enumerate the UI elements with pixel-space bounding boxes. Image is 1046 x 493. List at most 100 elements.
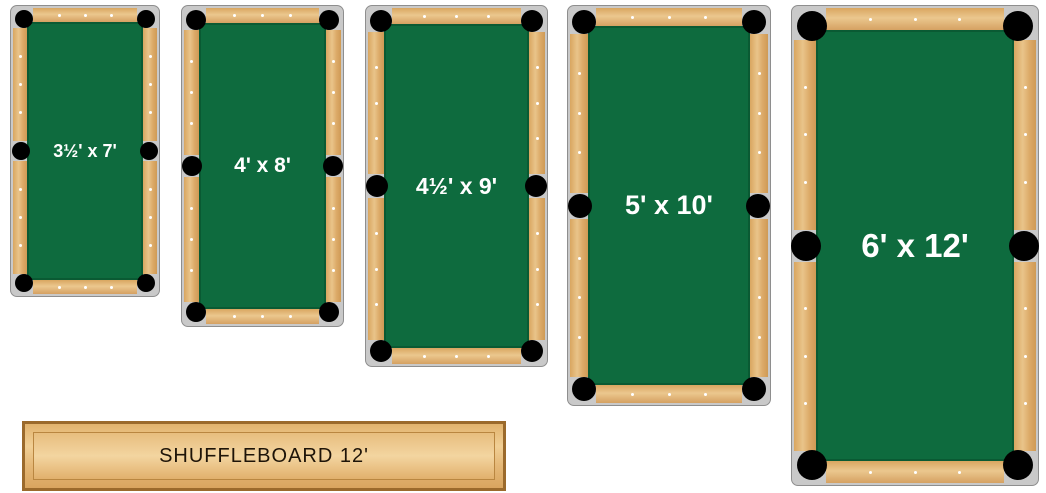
table-size-label: 6' x 12' xyxy=(861,227,968,265)
diamond-marker xyxy=(804,86,807,89)
diamond-marker xyxy=(423,355,426,358)
diamond-marker xyxy=(423,15,426,18)
diamond-marker xyxy=(536,232,539,235)
pocket-top-left xyxy=(797,11,827,41)
diamond-marker xyxy=(958,471,961,474)
diamond-marker xyxy=(1024,181,1027,184)
diamond-marker xyxy=(487,355,490,358)
diamond-marker xyxy=(233,14,236,17)
table-size-label: 3½' x 7' xyxy=(53,141,117,162)
diamond-marker xyxy=(869,18,872,21)
pocket-top-right xyxy=(319,10,339,30)
diamond-marker xyxy=(758,296,761,299)
shuffleboard-surface: SHUFFLEBOARD 12' xyxy=(33,432,495,480)
diamond-marker xyxy=(578,257,581,260)
table-felt: 3½' x 7' xyxy=(27,22,143,280)
diamond-marker xyxy=(1024,355,1027,358)
diamond-marker xyxy=(19,216,22,219)
pocket-bottom-right xyxy=(137,274,155,292)
pocket-bottom-left xyxy=(572,377,596,401)
diamond-marker xyxy=(631,16,634,19)
diamond-marker xyxy=(149,83,152,86)
diamond-marker xyxy=(704,393,707,396)
diamond-marker xyxy=(233,315,236,318)
pool-table-5x10: 5' x 10' xyxy=(567,5,771,406)
diamond-marker xyxy=(190,238,193,241)
pocket-bottom-left xyxy=(370,340,392,362)
table-felt: 6' x 12' xyxy=(816,30,1014,461)
diamond-marker xyxy=(536,66,539,69)
table-felt: 4' x 8' xyxy=(199,23,326,309)
diamond-marker xyxy=(58,286,61,289)
diamond-marker xyxy=(536,303,539,306)
diamond-marker xyxy=(149,55,152,58)
diamond-marker xyxy=(110,286,113,289)
shuffleboard: SHUFFLEBOARD 12' xyxy=(22,421,506,491)
pocket-middle-right xyxy=(323,156,343,176)
diamond-marker xyxy=(375,268,378,271)
pocket-bottom-left xyxy=(15,274,33,292)
pocket-top-right xyxy=(1003,11,1033,41)
diamond-marker xyxy=(375,102,378,105)
diamond-marker xyxy=(332,238,335,241)
pocket-bottom-left xyxy=(186,302,206,322)
diamond-marker xyxy=(375,66,378,69)
diamond-marker xyxy=(758,112,761,115)
pool-table-4-5x9: 4½' x 9' xyxy=(365,5,548,367)
diamond-marker xyxy=(804,181,807,184)
diamond-marker xyxy=(19,244,22,247)
pocket-top-left xyxy=(186,10,206,30)
diamond-marker xyxy=(1024,133,1027,136)
pocket-top-left xyxy=(370,10,392,32)
pocket-middle-left xyxy=(791,231,821,261)
diamond-marker xyxy=(455,15,458,18)
pocket-top-right xyxy=(521,10,543,32)
diamond-marker xyxy=(84,14,87,17)
pocket-top-right xyxy=(742,10,766,34)
diamond-marker xyxy=(332,91,335,94)
diamond-marker xyxy=(536,137,539,140)
diamond-marker xyxy=(455,355,458,358)
table-felt: 4½' x 9' xyxy=(384,24,529,348)
pocket-middle-right xyxy=(746,194,770,218)
pool-table-4x8: 4' x 8' xyxy=(181,5,344,327)
diamond-marker xyxy=(149,188,152,191)
pocket-bottom-left xyxy=(797,450,827,480)
diamond-marker xyxy=(668,16,671,19)
diamond-marker xyxy=(631,393,634,396)
diamond-marker xyxy=(190,207,193,210)
pool-table-6x12: 6' x 12' xyxy=(791,5,1039,486)
diamond-marker xyxy=(332,60,335,63)
diamond-marker xyxy=(190,60,193,63)
diamond-marker xyxy=(804,355,807,358)
pocket-bottom-right xyxy=(319,302,339,322)
diamond-marker xyxy=(58,14,61,17)
diamond-marker xyxy=(149,216,152,219)
diamond-marker xyxy=(536,102,539,105)
diamond-marker xyxy=(261,14,264,17)
diamond-marker xyxy=(1024,86,1027,89)
pocket-middle-left xyxy=(366,175,388,197)
diamond-marker xyxy=(332,207,335,210)
diamond-marker xyxy=(84,286,87,289)
table-size-label: 4½' x 9' xyxy=(416,173,497,200)
diamond-marker xyxy=(487,15,490,18)
diamond-marker xyxy=(149,111,152,114)
diamond-marker xyxy=(914,18,917,21)
diamond-marker xyxy=(19,83,22,86)
diamond-marker xyxy=(578,336,581,339)
diamond-marker xyxy=(758,257,761,260)
diamond-marker xyxy=(375,137,378,140)
pocket-bottom-right xyxy=(742,377,766,401)
table-size-label: 4' x 8' xyxy=(234,154,291,178)
diamond-marker xyxy=(1024,402,1027,405)
pocket-middle-left xyxy=(12,142,30,160)
diamond-marker xyxy=(149,244,152,247)
shuffleboard-label: SHUFFLEBOARD 12' xyxy=(159,445,369,468)
diamond-marker xyxy=(869,471,872,474)
diamond-marker xyxy=(758,72,761,75)
diamond-marker xyxy=(110,14,113,17)
diamond-marker xyxy=(261,315,264,318)
diamond-marker xyxy=(758,336,761,339)
pool-table-3-5x7: 3½' x 7' xyxy=(10,5,160,297)
